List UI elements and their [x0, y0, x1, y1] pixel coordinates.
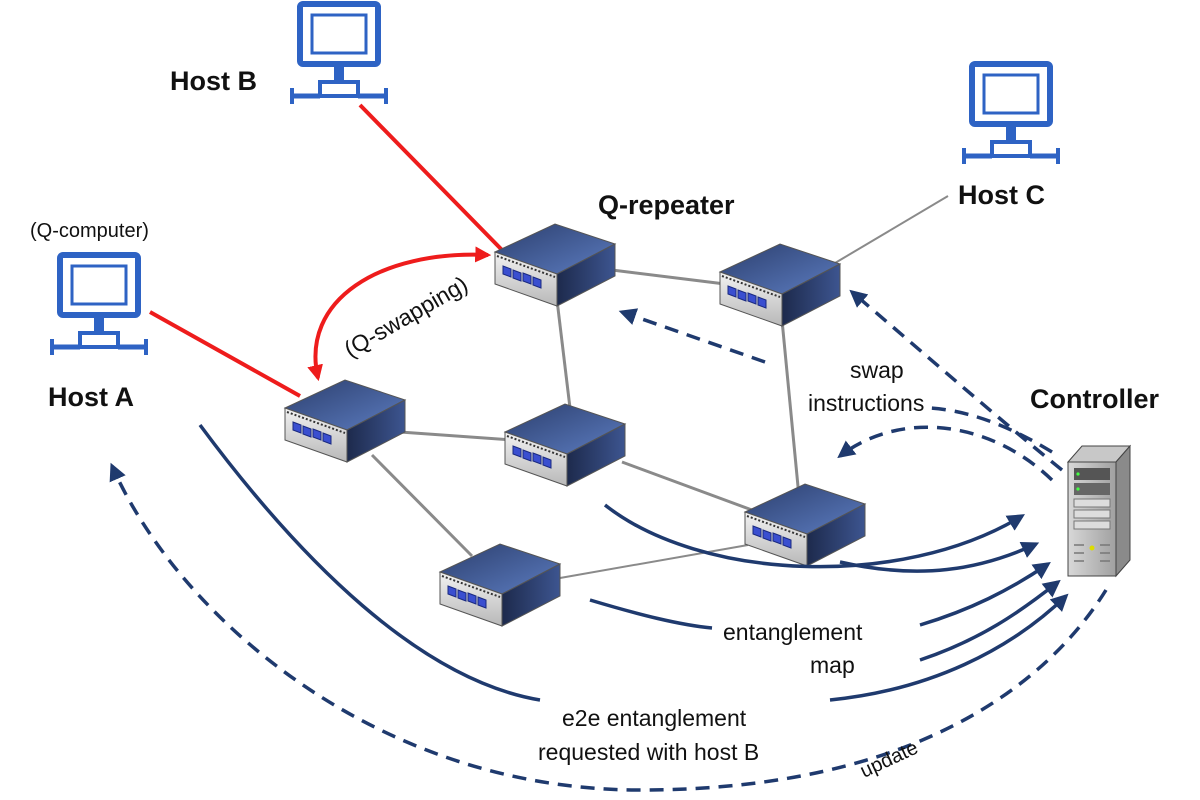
link-r4-r5 — [621, 460, 753, 512]
update-arrow — [109, 462, 1108, 792]
entanglement-map-line1: entanglement — [723, 619, 863, 645]
network-switch-icon — [719, 243, 841, 327]
entanglement-map-arrows — [198, 423, 1069, 702]
swap-label-line2: instructions — [808, 390, 924, 416]
swap-arrow — [837, 425, 1054, 482]
map-arrow — [919, 579, 1061, 662]
swap-arrow — [618, 308, 766, 364]
link-r2-hostc — [829, 195, 949, 267]
entangled-link-hostb — [358, 103, 504, 252]
map-arrow — [603, 503, 1025, 569]
host-c-label: Host C — [958, 180, 1045, 210]
map-arrow — [919, 562, 1051, 627]
controller-label: Controller — [1030, 384, 1159, 414]
network-switch-icon — [744, 483, 866, 567]
e2e-arrow — [829, 593, 1069, 702]
map-arrow — [839, 541, 1040, 573]
link-r6-r5 — [559, 544, 749, 579]
control-arrows — [109, 289, 1108, 792]
network-switch-icon — [284, 379, 406, 463]
swap-arrow — [849, 289, 1064, 472]
update-label: update — [857, 737, 922, 783]
e2e-label-line1: e2e entanglement — [562, 705, 747, 731]
network-switch-icon — [504, 403, 626, 487]
link-r1-r2 — [611, 268, 726, 286]
link-r3-r4 — [399, 430, 513, 442]
entanglement-map-line2: map — [810, 652, 855, 678]
map-arrow — [589, 598, 713, 630]
network-switch-icon — [439, 543, 561, 627]
e2e-arrow — [198, 423, 541, 702]
fiber-links — [370, 195, 949, 579]
q-swapping-arrow — [307, 246, 492, 382]
controller-server-icon — [1066, 444, 1132, 578]
host-c-computer-icon — [962, 64, 1060, 164]
host-a-label: Host A — [48, 382, 134, 412]
q-repeater-router-1 — [494, 223, 616, 307]
swap-arrow — [929, 406, 1053, 454]
host-b-computer-icon — [290, 4, 388, 104]
host-a-computer-icon — [50, 255, 148, 355]
q-repeater-label: Q-repeater — [598, 190, 735, 220]
host-b-label: Host B — [170, 66, 257, 96]
link-r1-r4 — [555, 299, 572, 409]
e2e-label-line2: requested with host B — [538, 739, 759, 765]
swap-label-line1: swap — [850, 357, 904, 383]
host-a-note: (Q-computer) — [30, 220, 149, 242]
entangled-link-hosta — [149, 310, 301, 398]
link-r3-r6 — [370, 453, 474, 558]
